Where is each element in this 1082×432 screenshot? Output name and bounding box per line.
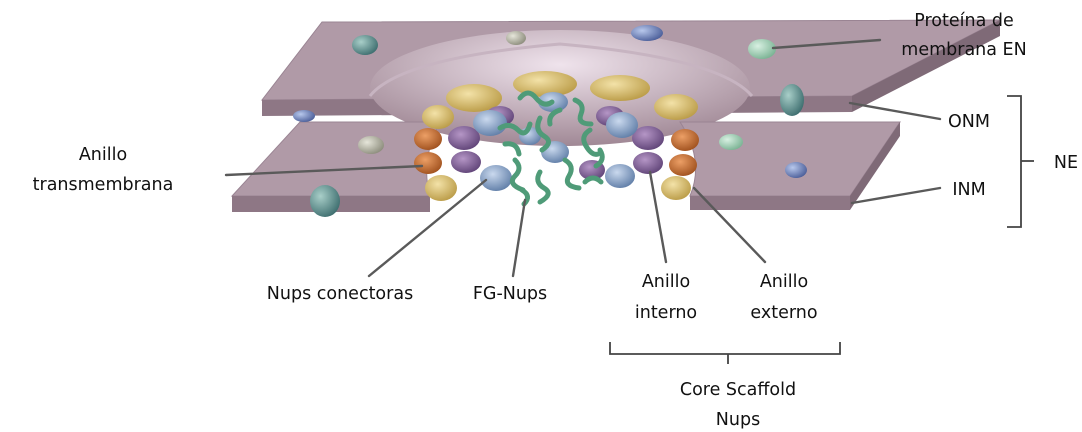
- label-en-protein-line2: membrana EN: [901, 40, 1026, 60]
- label-en-protein-line1: Proteína de: [914, 11, 1014, 31]
- label-transmembrane-ring-line1: Anillo: [79, 145, 127, 165]
- label-inner-ring-line1: Anillo: [642, 272, 690, 292]
- label-inm: INM: [952, 180, 985, 200]
- label-core-scaffold-line2: Nups: [716, 410, 760, 430]
- label-core-scaffold-line1: Core Scaffold: [680, 380, 796, 400]
- label-onm: ONM: [948, 112, 990, 132]
- label-outer-ring-line1: Anillo: [760, 272, 808, 292]
- label-outer-ring-line2: externo: [750, 303, 817, 323]
- label-ne: NE: [1054, 153, 1078, 173]
- label-fg-nups: FG-Nups: [473, 284, 547, 304]
- label-connector-nups: Nups conectoras: [267, 284, 413, 304]
- label-transmembrane-ring-line2: transmembrana: [33, 175, 174, 195]
- label-inner-ring-line2: interno: [635, 303, 697, 323]
